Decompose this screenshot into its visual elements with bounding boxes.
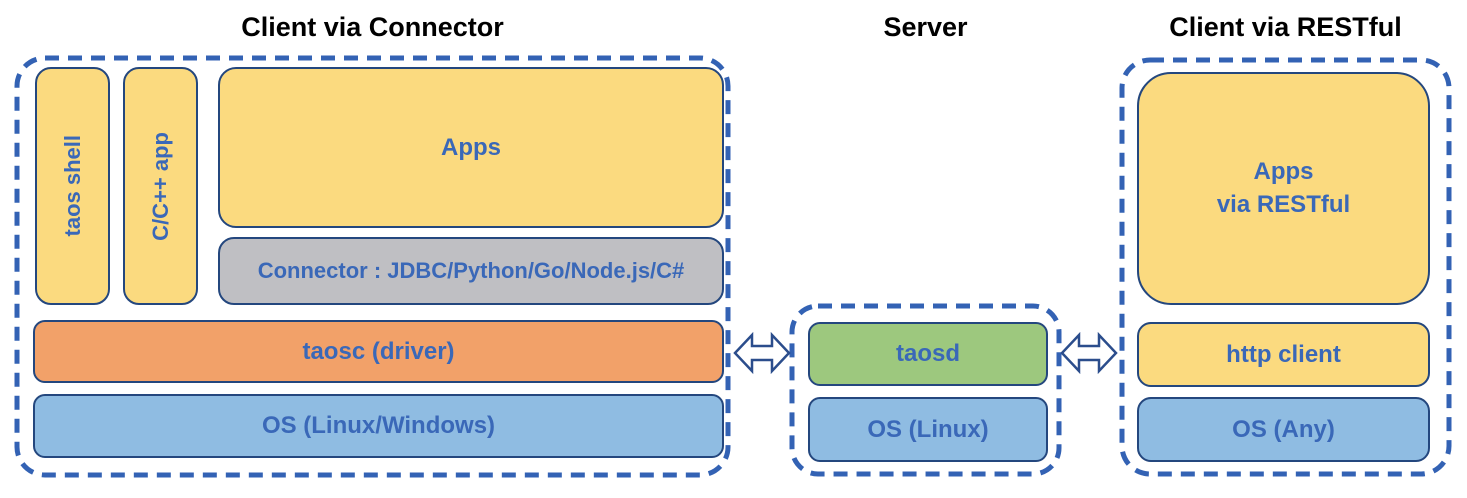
apps-via-restful-line2: via RESTful bbox=[1216, 190, 1351, 218]
box-apps-via-restful: Apps via RESTful bbox=[1137, 72, 1430, 305]
taosd-label: taosd bbox=[895, 340, 960, 367]
double-arrow-icon bbox=[1060, 332, 1118, 374]
section-title-server: Server bbox=[883, 12, 968, 42]
box-taosd: taosd bbox=[808, 322, 1048, 386]
box-connector: Connector : JDBC/Python/Go/Node.js/C# bbox=[218, 237, 724, 305]
server-container bbox=[789, 303, 1062, 477]
http-client-label: http client bbox=[1226, 340, 1341, 368]
box-http-client: http client bbox=[1137, 322, 1430, 387]
double-arrow-icon bbox=[733, 332, 791, 374]
os-any-label: OS (Any) bbox=[1232, 415, 1335, 443]
box-taosc-driver: taosc (driver) bbox=[33, 320, 724, 383]
box-os-linux-windows: OS (Linux/Windows) bbox=[33, 394, 724, 458]
box-taos-shell: taos shell bbox=[35, 67, 110, 305]
taos-shell-label: taos shell bbox=[59, 135, 85, 237]
apps-label: Apps bbox=[441, 133, 501, 161]
box-os-any: OS (Any) bbox=[1137, 397, 1430, 462]
section-title-client-via-connector: Client via Connector bbox=[241, 12, 504, 42]
apps-via-restful-line1: Apps bbox=[1253, 158, 1314, 186]
client-via-connector-container bbox=[14, 55, 731, 478]
box-apps: Apps bbox=[218, 67, 724, 228]
os-linux-windows-label: OS (Linux/Windows) bbox=[261, 412, 496, 439]
box-cpp-app: C/C++ app bbox=[123, 67, 198, 305]
apps-via-restful-label: Apps via RESTful bbox=[1217, 156, 1350, 221]
box-os-linux: OS (Linux) bbox=[808, 397, 1048, 462]
cpp-app-label: C/C++ app bbox=[147, 131, 173, 241]
taosc-driver-label: taosc (driver) bbox=[302, 337, 455, 365]
connector-label: Connector : JDBC/Python/Go/Node.js/C# bbox=[257, 258, 685, 283]
section-title-client-via-restful: Client via RESTful bbox=[1169, 12, 1402, 42]
os-linux-label: OS (Linux) bbox=[867, 415, 989, 443]
client-via-restful-container bbox=[1119, 57, 1452, 477]
